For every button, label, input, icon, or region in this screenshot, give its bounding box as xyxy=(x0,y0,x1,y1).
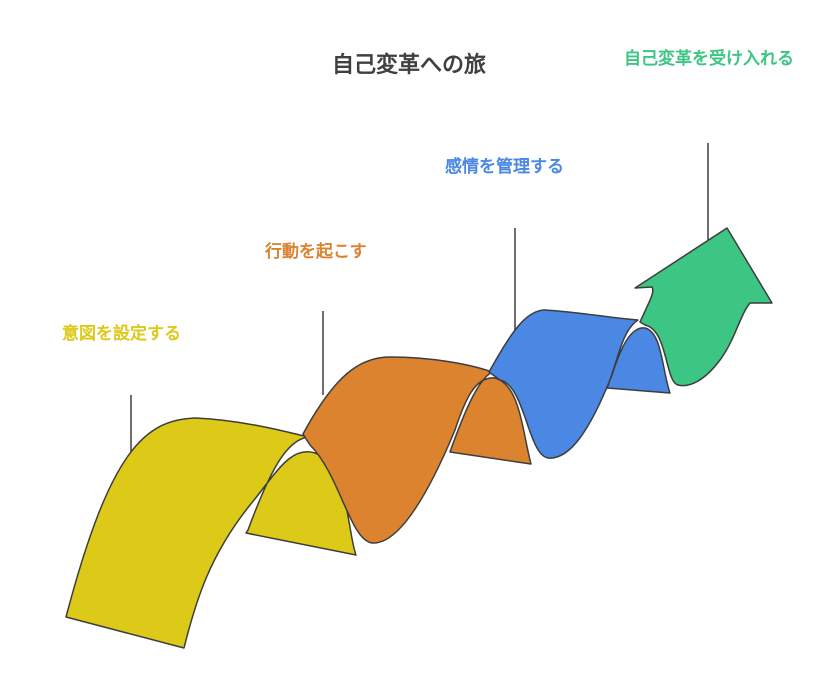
diagram-title: 自己変革への旅 xyxy=(332,53,487,78)
step-1-label: 意図を設定する xyxy=(62,324,181,344)
step-4-label: 自己変革を受け入れる xyxy=(624,49,794,69)
step-3-label: 感情を管理する xyxy=(445,157,564,177)
step-1-wave-shape xyxy=(65,417,357,649)
step-2-label: 行動を起こす xyxy=(265,242,367,262)
step-2-wave-shape xyxy=(302,356,532,544)
step-4-arrow-shape xyxy=(634,227,773,387)
step-3-wave-shape xyxy=(488,309,671,459)
